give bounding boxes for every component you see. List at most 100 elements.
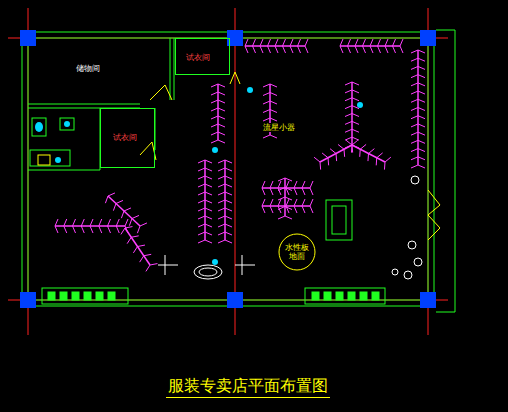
- hanger: [411, 75, 425, 78]
- hanger: [360, 144, 366, 156]
- hanger: [310, 199, 313, 213]
- hanger: [376, 153, 382, 165]
- room-label: 试衣间: [186, 53, 210, 62]
- hanger: [211, 108, 225, 111]
- hanger: [385, 39, 388, 53]
- columns: [20, 30, 436, 308]
- hanger: [211, 92, 225, 95]
- hanger: [298, 39, 301, 53]
- hanger: [268, 39, 271, 53]
- rack-rail: [108, 196, 140, 226]
- hanger: [90, 219, 93, 233]
- room: 储物间: [28, 38, 170, 104]
- hanger: [55, 219, 58, 233]
- hanger: [302, 199, 305, 213]
- hanger: [278, 181, 281, 195]
- hanger: [351, 140, 357, 152]
- room: 试衣间: [100, 108, 155, 168]
- hanger: [411, 108, 425, 111]
- hanger: [322, 153, 329, 165]
- hanger: [294, 199, 297, 213]
- hanger: [218, 232, 232, 235]
- hanger: [121, 227, 133, 235]
- doors: [38, 72, 440, 240]
- hanger: [140, 254, 152, 262]
- hanger: [363, 39, 366, 53]
- hanger: [286, 199, 289, 213]
- axis-lines: [8, 8, 448, 335]
- rack-rail: [125, 228, 150, 265]
- hanger: [411, 157, 425, 160]
- hanger: [278, 199, 281, 213]
- hanger: [411, 124, 425, 127]
- shelf-item: [60, 292, 67, 300]
- hanger: [198, 232, 212, 235]
- hanger: [278, 207, 292, 210]
- hanger: [218, 184, 232, 187]
- hanger: [278, 216, 292, 219]
- hanger: [127, 236, 139, 244]
- hanger: [411, 140, 425, 143]
- shelf-item: [108, 292, 115, 300]
- hanger: [411, 99, 425, 102]
- hanger: [338, 144, 345, 156]
- hanger: [345, 98, 359, 101]
- hanger: [64, 219, 67, 233]
- hanger: [345, 121, 359, 124]
- hanger: [314, 157, 321, 169]
- circle-outline: [279, 234, 315, 270]
- hanger: [345, 82, 359, 85]
- hanger: [411, 149, 425, 152]
- shelf-item: [348, 292, 355, 300]
- hanger: [263, 93, 277, 96]
- hanger: [411, 50, 425, 53]
- hanger: [330, 149, 337, 161]
- hanger: [368, 149, 374, 161]
- shelf-item: [84, 292, 91, 300]
- hanger: [218, 240, 232, 243]
- hanger: [108, 219, 111, 233]
- hanger: [411, 83, 425, 86]
- hanger: [411, 132, 425, 135]
- hanger: [411, 116, 425, 119]
- room-label: 试衣间: [113, 133, 137, 142]
- hanger: [270, 181, 273, 195]
- rack-rail: [320, 145, 352, 162]
- hanger: [263, 110, 277, 113]
- hanger: [99, 219, 102, 233]
- hanger: [218, 176, 232, 179]
- hanger: [116, 219, 119, 233]
- room: 试衣间: [175, 38, 230, 75]
- hanger: [278, 197, 292, 200]
- hanger: [263, 135, 277, 138]
- hanger: [211, 100, 225, 103]
- shelf-item: [96, 292, 103, 300]
- hanger: [113, 200, 123, 210]
- hanger: [121, 208, 131, 218]
- hanger: [370, 39, 373, 53]
- hanger: [340, 39, 343, 53]
- rack-rail: [352, 145, 385, 162]
- shelf-item: [312, 292, 319, 300]
- hanger: [129, 215, 139, 225]
- shelf-item: [360, 292, 367, 300]
- hanger: [378, 39, 381, 53]
- hanger: [211, 124, 225, 127]
- hanger: [283, 39, 286, 53]
- hanger: [105, 193, 115, 203]
- shoe-displays: [158, 176, 422, 279]
- hanger: [345, 129, 359, 132]
- hanger: [198, 216, 212, 219]
- area-label: 流星小器: [262, 123, 296, 132]
- hanger: [263, 101, 277, 104]
- hanger: [218, 200, 232, 203]
- display-shelves: [42, 200, 385, 304]
- hanger: [290, 39, 293, 53]
- hanger: [198, 184, 212, 187]
- hanger: [411, 58, 425, 61]
- hanger: [260, 39, 263, 53]
- hanger: [211, 116, 225, 119]
- hanger: [393, 39, 396, 53]
- hanger: [411, 66, 425, 69]
